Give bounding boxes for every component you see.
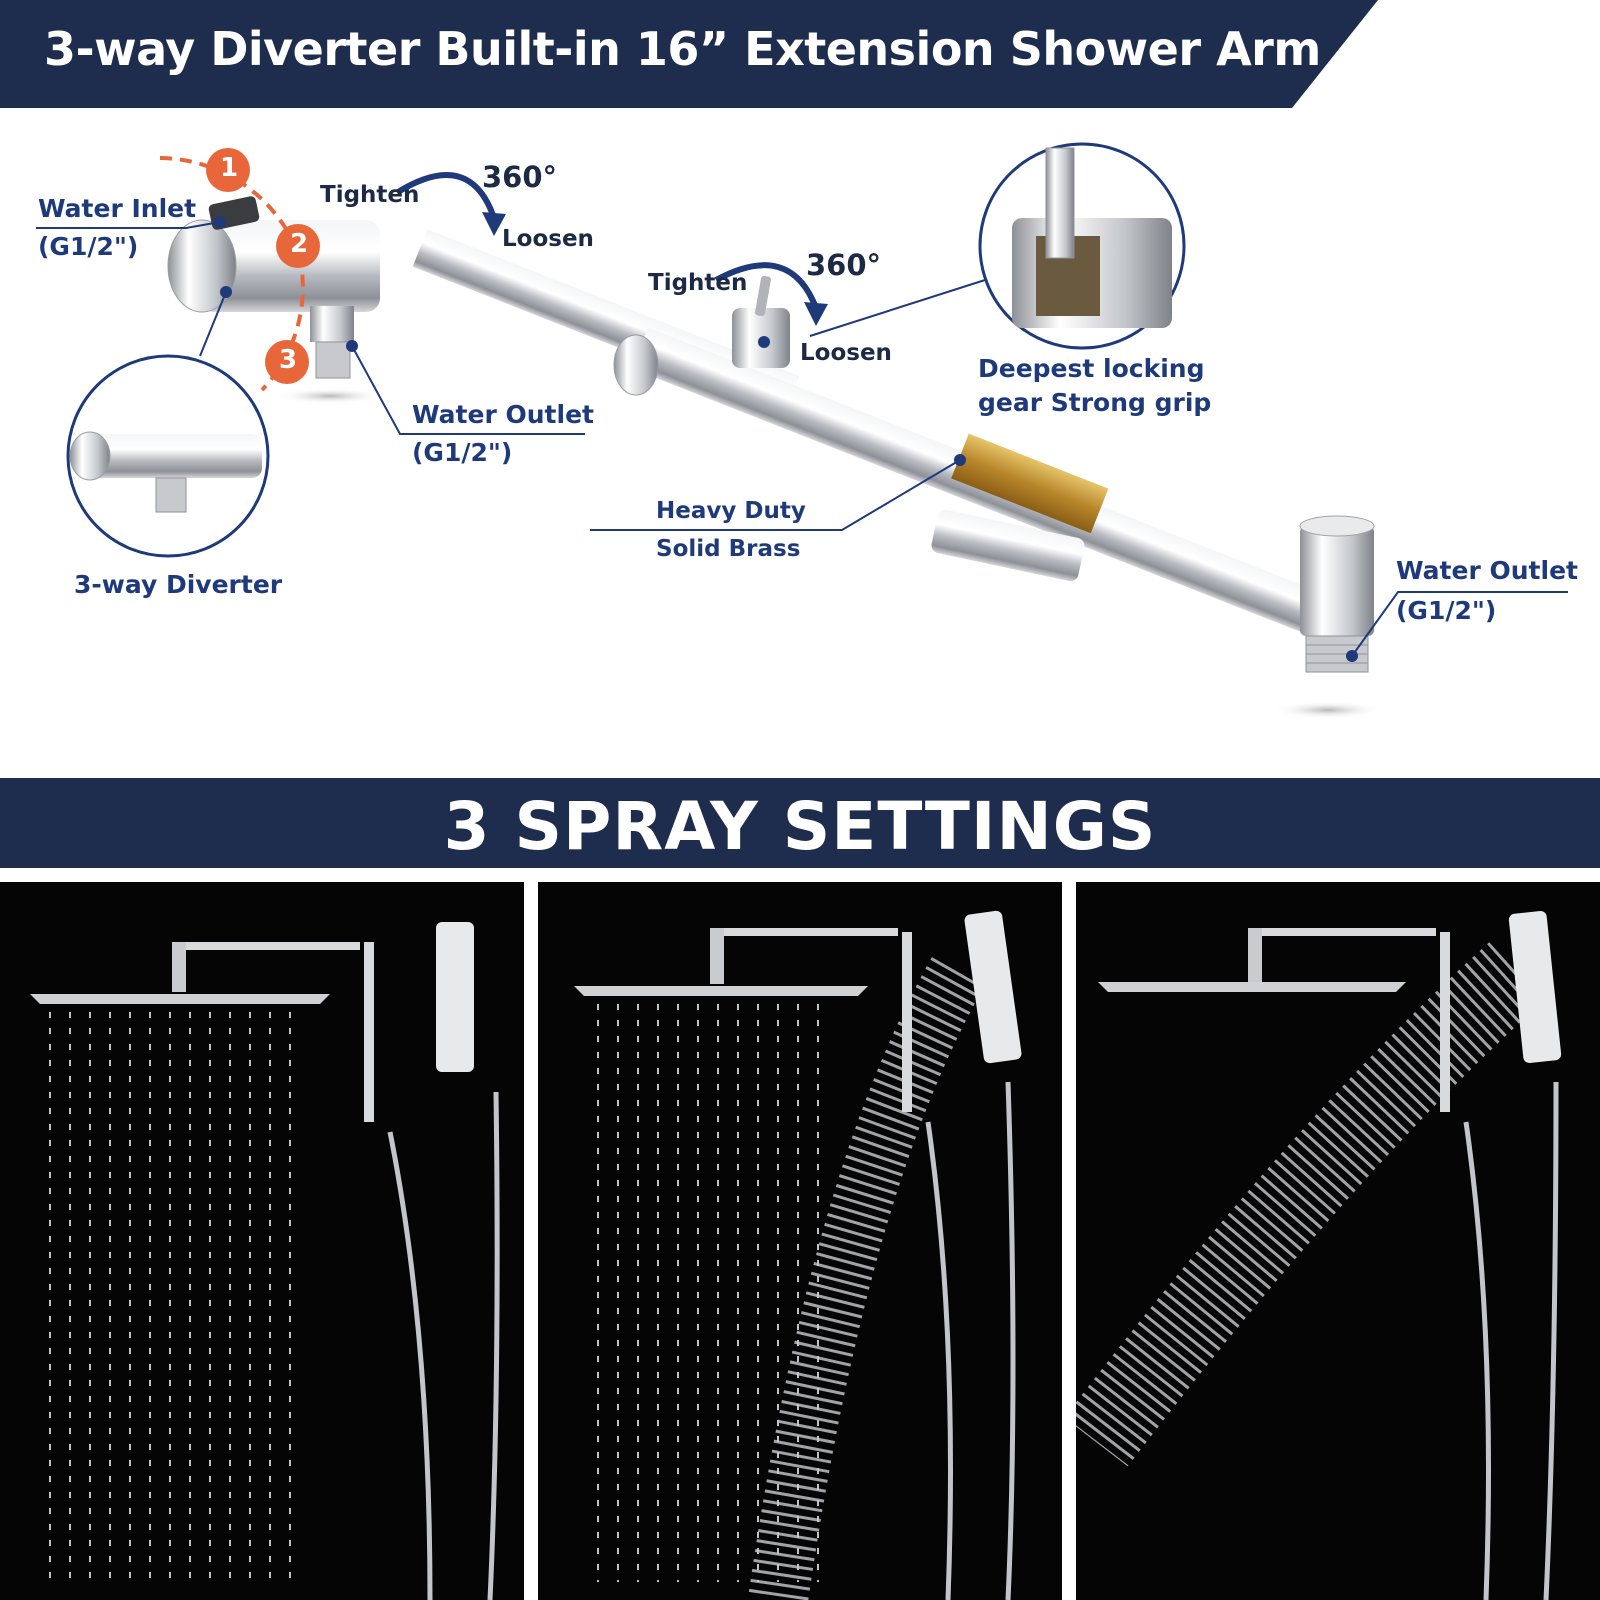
spray-illustration-handheld xyxy=(1076,911,1562,1600)
product-diagram: 1 2 3 Water Inlet (G1/2") Tighten 360° L… xyxy=(0,108,1600,780)
loosen-label-1: Loosen xyxy=(502,226,594,252)
page-title: 3-way Diverter Built-in 16” Extension Sh… xyxy=(44,22,1321,76)
rotation-label-2: 360° xyxy=(806,248,882,282)
callout-line xyxy=(1351,591,1568,657)
tighten-label-1: Tighten xyxy=(320,182,420,208)
position-number: 3 xyxy=(279,345,298,375)
diverter-outlet-thread xyxy=(315,341,351,379)
callout-line xyxy=(351,345,585,435)
brass-label-line2: Solid Brass xyxy=(656,536,801,562)
position-badge-icon xyxy=(276,224,320,268)
spray-illustration-rain xyxy=(30,922,500,1600)
spray-illustration-rain-and-handheld xyxy=(574,910,1022,1600)
elbow-body xyxy=(1300,526,1374,636)
position-number: 2 xyxy=(290,229,309,259)
diagram-art xyxy=(36,142,1568,719)
clamp-lever xyxy=(755,275,771,317)
position-badge-icon xyxy=(265,340,309,384)
spray-settings-title: 3 SPRAY SETTINGS xyxy=(443,788,1157,865)
water-outlet-label-1: Water Outlet xyxy=(412,400,594,429)
callout-dot-icon xyxy=(954,454,966,466)
shadow-2 xyxy=(1273,701,1383,719)
locking-label-line1: Deepest locking xyxy=(978,354,1205,383)
water-outlet-spec-2: (G1/2") xyxy=(1396,596,1497,625)
callout-dot-icon xyxy=(1346,650,1358,662)
sleeve-piece xyxy=(931,509,1085,582)
spray-panel-rain xyxy=(0,882,524,1600)
position-number: 1 xyxy=(220,153,239,183)
elbow-top xyxy=(1299,515,1375,537)
water-outlet-label-2: Water Outlet xyxy=(1396,556,1578,585)
spray-panel-rain-and-handheld xyxy=(538,882,1062,1600)
brass-label-line1: Heavy Duty xyxy=(656,498,806,524)
callout-dot-icon xyxy=(214,216,226,228)
shadow-1 xyxy=(275,388,385,404)
diverter-outlet xyxy=(310,306,354,342)
callout-line xyxy=(590,459,961,531)
loosen-label-2: Loosen xyxy=(800,340,892,366)
locking-label-line2: gear Strong grip xyxy=(978,388,1212,417)
tighten-label-2: Tighten xyxy=(648,270,748,296)
callout-line xyxy=(199,291,227,357)
tube-end-cap xyxy=(613,334,659,396)
rotation-arrow-icon xyxy=(396,172,497,219)
spray-panel-handheld xyxy=(1076,882,1600,1600)
diverter-label: 3-way Diverter xyxy=(74,570,283,599)
water-inlet-label: Water Inlet xyxy=(38,194,197,223)
callout-dot-icon xyxy=(758,336,770,348)
water-inlet-spec: (G1/2") xyxy=(38,232,139,261)
callout-line xyxy=(809,279,986,337)
spray-settings-banner: 3 SPRAY SETTINGS xyxy=(0,778,1600,868)
rotation-label-1: 360° xyxy=(482,160,558,194)
header-banner: 3-way Diverter Built-in 16” Extension Sh… xyxy=(0,0,1600,108)
rotation-arrow-icon xyxy=(714,262,819,310)
position-badge-icon xyxy=(206,148,250,192)
header-banner-shape xyxy=(0,0,1378,108)
diverter-cap xyxy=(167,219,237,313)
callout-line xyxy=(36,221,221,229)
callout-dot-icon xyxy=(220,286,232,298)
brass-section xyxy=(951,433,1109,534)
water-outlet-spec-1: (G1/2") xyxy=(412,438,513,467)
callout-dot-icon xyxy=(346,340,358,352)
